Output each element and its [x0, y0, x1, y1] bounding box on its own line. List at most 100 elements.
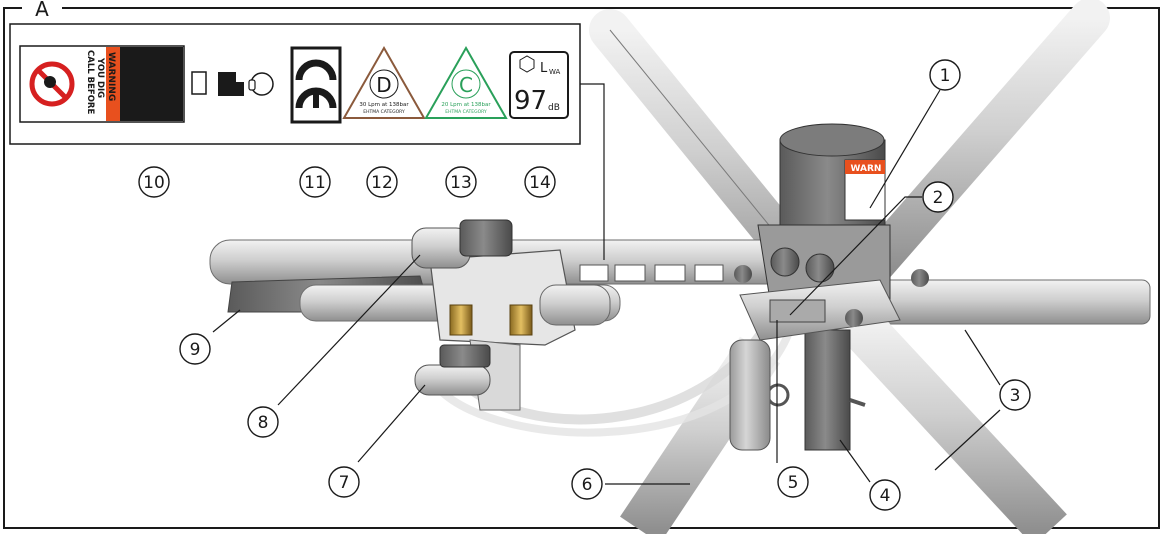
callout-circle-4 [869, 479, 901, 511]
elbow-fitting [459, 219, 513, 257]
warning-line2: YOU DIG [95, 57, 105, 98]
ehtma-c-decal: C 20 Lpm at 138bar EHTMA CATEGORY [424, 45, 508, 119]
callout-label-12: 12 [371, 173, 393, 193]
warning-header: WARNING [106, 52, 116, 101]
leader-4 [839, 439, 871, 483]
leader-lines [212, 83, 1001, 485]
outer-frame [3, 7, 1160, 529]
leg-collar [729, 339, 771, 451]
callout-label-10: 10 [143, 173, 165, 193]
lynch-pin-ring [766, 383, 790, 407]
callout-label-4: 4 [880, 486, 891, 506]
ehtma-d-flow: 30 Lpm at 138bar [359, 102, 409, 108]
callout-10: 10 [138, 166, 170, 198]
callout-4: 4 [869, 479, 901, 511]
brass-fitting-1 [449, 304, 473, 336]
frame-label-mask [22, 0, 62, 18]
sound-symbol: L [540, 61, 548, 76]
digger-icon [44, 76, 56, 88]
callout-circle-14 [524, 166, 556, 198]
callout-label-5: 5 [788, 473, 799, 493]
shank-pin [849, 398, 866, 407]
ehtma-d-circle [369, 69, 399, 99]
hub-clamp [769, 299, 826, 323]
ehtma-d-letter: D [376, 73, 391, 97]
leader-3 [964, 329, 1001, 386]
ehtma-c-circle [451, 69, 481, 99]
port-2 [805, 253, 835, 283]
c-mark-arc-bottom [295, 87, 337, 109]
ehtma-d-decal: D 30 Lpm at 138bar EHTMA CATEGORY [342, 45, 426, 119]
decal-panel: CALL BEFORE YOU DIG WARNING D 30 Lpm at … [9, 23, 581, 145]
callout-circle-7 [328, 466, 360, 498]
callout-7: 7 [328, 466, 360, 498]
brass-fitting-2 [509, 304, 533, 336]
warning-stripe [106, 47, 120, 121]
callout-8: 8 [247, 406, 279, 438]
callout-label-8: 8 [258, 413, 269, 433]
c-mark-decal [290, 46, 342, 124]
leader-panel [580, 83, 605, 260]
hub-bolt [845, 309, 863, 327]
callout-circle-9 [179, 333, 211, 365]
callout-circle-12 [366, 166, 398, 198]
leg-back-right [850, 0, 1110, 290]
quick-coupler-lower [414, 364, 491, 396]
ehtma-c-letter: C [459, 73, 473, 97]
valve-block [411, 219, 611, 411]
ehtma-c-flow: 20 Lpm at 138bar [441, 102, 491, 108]
motor-warning-stripe [845, 160, 885, 174]
callout-label-3: 3 [1010, 386, 1021, 406]
callout-11: 11 [299, 166, 331, 198]
callout-label-1: 1 [940, 66, 951, 86]
motor-warning-text: WARN [851, 164, 882, 174]
motor-column: WARN [757, 123, 891, 451]
callout-label-13: 13 [450, 173, 472, 193]
callout-6: 6 [571, 468, 603, 500]
warning-line1: CALL BEFORE [85, 50, 95, 114]
handle-decal-1 [579, 264, 609, 282]
coupler-nut [439, 344, 491, 368]
leader-1 [869, 89, 941, 209]
hub [729, 269, 929, 451]
callout-label-6: 6 [582, 475, 593, 495]
warning-decal: CALL BEFORE YOU DIG WARNING [19, 45, 185, 123]
callout-circle-13 [445, 166, 477, 198]
ehtma-d-category: EHTMA CATEGORY [363, 109, 405, 115]
leader-3b [934, 409, 1001, 471]
boots-icon [218, 72, 244, 96]
sound-hex-icon [519, 55, 535, 73]
callout-circle-6 [571, 468, 603, 500]
valve-spool [539, 284, 611, 326]
frame-label: A [35, 0, 49, 21]
callout-1: 1 [929, 59, 961, 91]
warning-black-panel [120, 47, 183, 121]
ehtma-c-category: EHTMA CATEGORY [445, 109, 487, 115]
motor-top [779, 123, 885, 157]
leg-front-right [838, 304, 1067, 538]
handle-bolt [734, 265, 752, 283]
callout-circle-10 [138, 166, 170, 198]
callout-label-2: 2 [933, 188, 944, 208]
handle-decal-3 [654, 264, 686, 282]
tool-shank [804, 329, 851, 451]
callout-circle-1 [929, 59, 961, 91]
sound-unit: dB [548, 103, 560, 113]
callout-circle-11 [299, 166, 331, 198]
ppe-icons [191, 71, 274, 96]
callout-3: 3 [999, 379, 1031, 411]
callout-label-7: 7 [339, 473, 350, 493]
gloves-icon [191, 71, 207, 95]
leader-9 [212, 309, 241, 333]
callout-12: 12 [366, 166, 398, 198]
c-mark-stem [313, 94, 319, 108]
callout-5: 5 [777, 466, 809, 498]
leader-7 [357, 384, 426, 463]
hub-bolt-right [911, 269, 929, 287]
ear-protection-icon [248, 79, 256, 91]
callout-2: 2 [922, 181, 954, 213]
callout-circle-5 [777, 466, 809, 498]
callout-label-9: 9 [190, 340, 201, 360]
